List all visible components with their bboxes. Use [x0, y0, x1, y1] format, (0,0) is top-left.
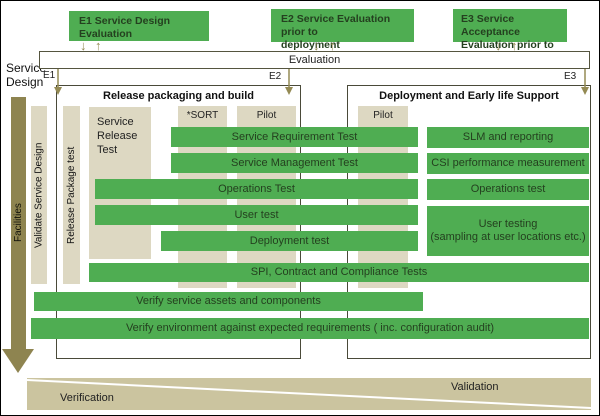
e1-box-line1: E1 Service Design [79, 15, 171, 27]
validate-service-design-bar: Validate Service Design [31, 106, 47, 284]
arrow-down-icon: ↓ [313, 38, 320, 53]
e3-drop-arrow-icon [581, 69, 589, 95]
evaluation-bar-label: Evaluation [288, 54, 341, 66]
arrow-down-icon: ↓ [495, 38, 502, 53]
test-bar-verify-environment: Verify environment against expected requ… [31, 318, 589, 339]
csi-measurement-label: CSI performance measurement [431, 157, 585, 169]
csi-measurement-box: CSI performance measurement [427, 153, 589, 174]
evaluation-bar: Evaluation [39, 51, 590, 69]
pilot-release-label: Pilot [256, 110, 277, 121]
e2-evaluation-box: E2 Service Evaluation prior to deploymen… [271, 9, 414, 51]
e2-box-line1: E2 Service Evaluation prior to [281, 13, 391, 38]
sort-column-label: *SORT [186, 110, 219, 121]
slm-reporting-label: SLM and reporting [462, 131, 554, 143]
e1-box-line2: Evaluation [79, 28, 133, 40]
test-bar-deployment: Deployment test [161, 231, 418, 251]
test-bar-operations: Operations Test [95, 179, 418, 199]
facilities-label: Facilities [13, 203, 24, 243]
user-testing-label-line2: (sampling at user locations etc.) [430, 231, 586, 243]
release-package-test-label: Release Package test [66, 146, 77, 244]
pilot-deployment-label: Pilot [373, 110, 393, 121]
operations-test-box: Operations test [427, 179, 589, 200]
facilities-arrowhead-icon [2, 349, 34, 373]
user-testing-box: User testing (sampling at user locations… [427, 206, 589, 256]
validate-service-design-label: Validate Service Design [33, 142, 45, 248]
arrow-up-icon: ↑ [329, 38, 336, 53]
test-bar-service-requirement: Service Requirement Test [171, 127, 418, 147]
milestone-e3-label: E3 [564, 71, 577, 82]
test-bar-spi-contract-compliance: SPI, Contract and Compliance Tests [89, 263, 589, 282]
milestone-e2-label: E2 [269, 71, 282, 82]
slm-reporting-box: SLM and reporting [427, 127, 589, 148]
service-design-label: Service Design [6, 61, 47, 89]
test-bar-service-management: Service Management Test [171, 153, 418, 173]
user-testing-label-line1: User testing [478, 218, 538, 230]
operations-test-label: Operations test [470, 183, 546, 195]
deployment-title: Deployment and Early life Support [379, 90, 559, 102]
validation-label: Validation [451, 381, 499, 393]
band-diagonal-divider [27, 379, 591, 409]
e3-evaluation-box: E3 Service Acceptance Evaluation prior t… [453, 9, 567, 64]
arrow-up-icon: ↑ [95, 38, 102, 53]
e1-evaluation-box: E1 Service Design Evaluation [69, 11, 209, 41]
facilities-arrow: Facilities [11, 97, 26, 349]
arrow-down-icon: ↓ [80, 38, 87, 53]
verification-validation-band: Verification Validation [27, 378, 591, 410]
test-bar-user: User test [95, 205, 418, 225]
verification-label: Verification [60, 392, 114, 404]
e1-drop-arrow-icon [54, 69, 62, 95]
test-bar-verify-service-assets: Verify service assets and components [34, 292, 423, 311]
e3-box-line1: E3 Service Acceptance [461, 13, 520, 38]
release-package-test-bar: Release Package test [63, 106, 80, 284]
e2-box-line2: deployment [281, 39, 340, 51]
arrow-up-icon: ↑ [511, 38, 518, 53]
milestone-e1-label: E1 [43, 70, 56, 81]
release-packaging-title: Release packaging and build [103, 90, 254, 102]
e2-drop-arrow-icon [285, 69, 293, 95]
